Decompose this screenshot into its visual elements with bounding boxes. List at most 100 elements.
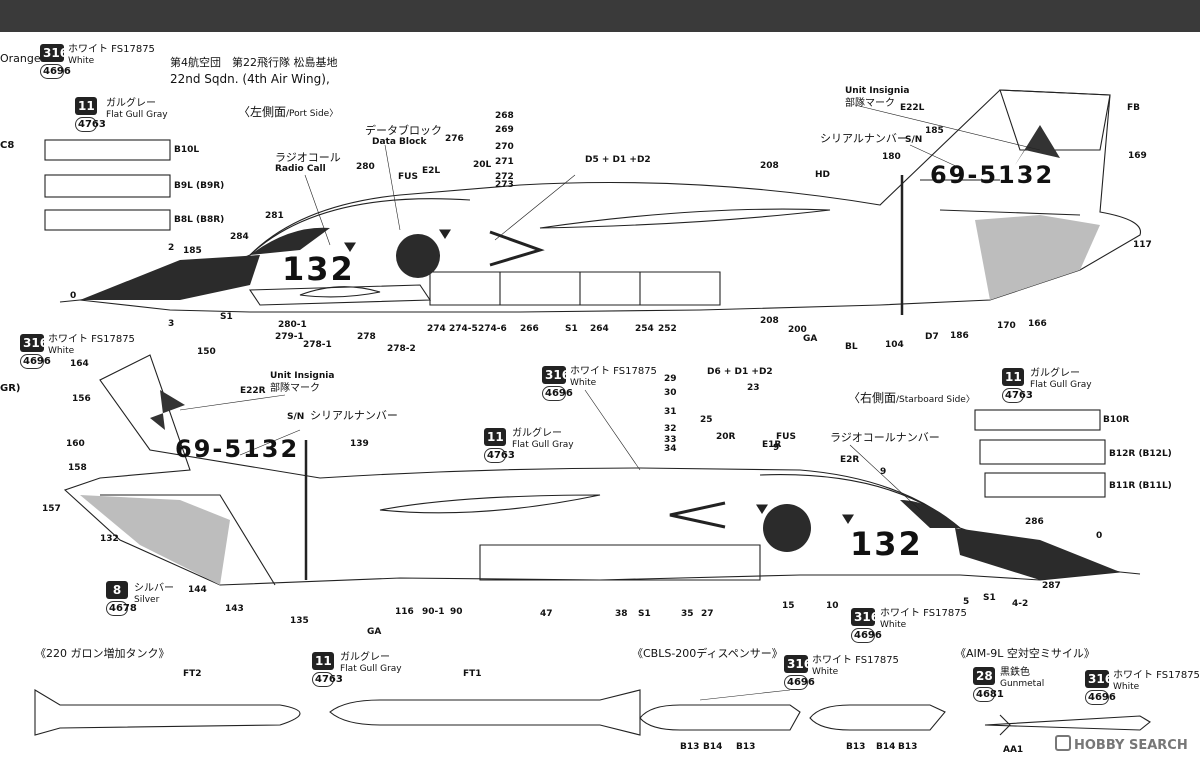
callout-label: E22R — [240, 386, 266, 396]
tank-label-ft2: FT2 — [183, 669, 202, 679]
callout-label: 3 — [168, 319, 175, 329]
callout-label: 38 — [615, 609, 628, 619]
callout-label: 164 — [70, 359, 89, 369]
port-fuselage — [79, 89, 1142, 313]
left-cut-gr: GR) — [0, 383, 21, 394]
drop-tank-left — [34, 689, 301, 736]
callout-label: 287 — [1042, 581, 1061, 591]
callout-label: 90-1 — [422, 607, 445, 617]
callout-label: 180 — [882, 152, 901, 162]
callout-label: 4-2 — [1012, 599, 1029, 609]
brand-watermark: HOBBY SEARCH — [1055, 735, 1188, 753]
callout-label: 144 — [188, 585, 207, 595]
callout-label: E1R — [762, 440, 782, 450]
callout-label: 156 — [72, 394, 91, 404]
dispenser-label-1: B13 — [680, 742, 700, 752]
callout-label: 185 — [925, 126, 944, 136]
callout-label: FUS — [398, 172, 418, 182]
port-serial-jp: シリアルナンバー — [820, 132, 908, 145]
callout-label: 170 — [997, 321, 1016, 331]
left-cut-orange: Orange — [0, 52, 41, 65]
callout-label: 166 — [1028, 319, 1047, 329]
callout-label: 254 — [635, 324, 654, 334]
callout-label: 278 — [357, 332, 376, 342]
callout-label: GA — [367, 627, 382, 637]
callout-label: 208 — [760, 161, 779, 171]
callout-label: S1 — [983, 593, 996, 603]
callout-label: S1 — [220, 312, 233, 322]
starboard-roundel — [763, 504, 811, 552]
callout-label: 20R — [716, 432, 736, 442]
callout-label: 90 — [450, 607, 463, 617]
starboard-unit-insignia-jp: 部隊マーク — [270, 383, 320, 394]
callout-label: 33 — [664, 435, 677, 445]
drop-tank-right — [329, 689, 641, 736]
callout-label: BL — [845, 342, 858, 352]
callout-label: 10 — [826, 601, 839, 611]
callout-label: D5 + D1 +D2 — [585, 155, 651, 165]
port-unit-insignia-en: Unit Insignia — [845, 86, 910, 96]
callout-label: 34 — [664, 444, 677, 454]
left-cut-c8: C8 — [0, 140, 15, 151]
detail-b10l: B10L — [174, 145, 200, 155]
starboard-fuselage — [63, 354, 1121, 586]
starboard-radome — [955, 528, 1120, 580]
callout-label: 47 — [540, 609, 553, 619]
callout-label: 0 — [1096, 531, 1103, 541]
detail-b8l: B8L (B8R) — [174, 215, 225, 225]
callout-label: 284 — [230, 232, 249, 242]
callout-label: 276 — [445, 134, 464, 144]
dispenser-title: 《CBLS-200ディスペンサー》 — [632, 647, 783, 660]
port-roundel — [396, 234, 440, 278]
callout-label: 274-5 — [449, 324, 478, 334]
callout-label: D7 — [925, 332, 939, 342]
port-unit-insignia — [1015, 125, 1060, 165]
port-nose-number: 132 — [282, 250, 355, 288]
missile-title: 《AIM-9L 空対空ミサイル》 — [955, 647, 1095, 660]
callout-label: 9 — [880, 467, 887, 477]
tank-label-ft1: FT1 — [463, 669, 482, 679]
starboard-unit-insignia-en: Unit Insignia — [270, 371, 335, 381]
callout-label: 157 — [42, 504, 61, 514]
detail-b12r: B12R (B12L) — [1109, 449, 1172, 459]
callout-label: 23 — [747, 383, 760, 393]
unit-en: 22nd Sqdn. (4th Air Wing), — [170, 72, 330, 86]
detail-b9l: B9L (B9R) — [174, 181, 225, 191]
callout-label: 150 — [197, 347, 216, 357]
callout-label: 208 — [760, 316, 779, 326]
callout-label: 135 — [290, 616, 309, 626]
port-data-block-en: Data Block — [372, 137, 427, 147]
callout-label: E22L — [900, 103, 925, 113]
starboard-nose-number: 132 — [850, 525, 923, 563]
callout-label: 27 — [701, 609, 714, 619]
callout-label: 264 — [590, 324, 609, 334]
callout-label: 15 — [782, 601, 795, 611]
callout-label: 116 — [395, 607, 414, 617]
callout-label: 281 — [265, 211, 284, 221]
callout-label: 32 — [664, 424, 677, 434]
starboard-radio-jp: ラジオコールナンバー — [830, 431, 940, 444]
callout-label: HD — [815, 170, 831, 180]
callout-label: 35 — [681, 609, 694, 619]
dispenser-label-2: B14 — [703, 742, 723, 752]
port-serial-number: 69-5132 — [930, 161, 1055, 189]
callout-label: E2R — [840, 455, 860, 465]
callout-label: 272 — [495, 172, 514, 182]
callout-label: GA — [803, 334, 818, 344]
starboard-serial-en: S/N — [287, 412, 305, 422]
detail-b10r: B10R — [1103, 415, 1130, 425]
port-radio-call-en: Radio Call — [275, 164, 326, 174]
